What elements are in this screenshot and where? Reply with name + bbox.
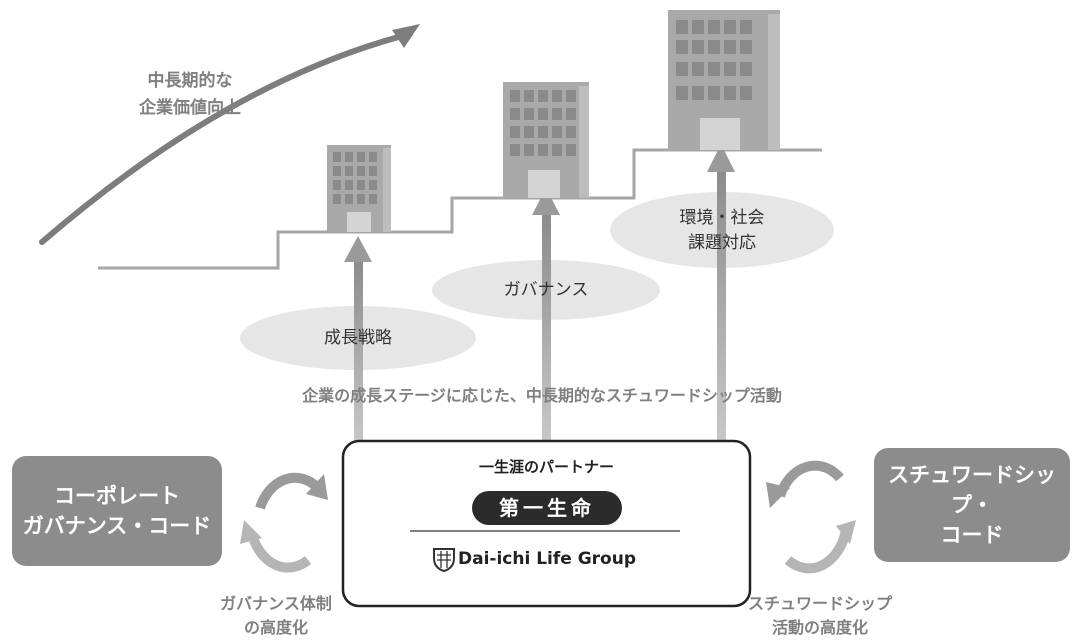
- growth-label-line-1: 中長期的な: [147, 71, 233, 91]
- growth-label-line-2: 企業価値向上: [139, 98, 241, 118]
- center-tagline: 一生涯のパートナー: [478, 458, 614, 476]
- pillar-label-growth-strategy: 成長戦略: [288, 326, 428, 350]
- stewardship-code-box: スチュワードシップ・ コード: [874, 448, 1070, 562]
- pillar-label-line: ガバナンス: [503, 280, 589, 300]
- right-caption-line-1: スチュワードシップ: [747, 594, 892, 613]
- right-box-line-1: スチュワードシップ・: [888, 463, 1056, 517]
- right-cycle-icon: [766, 460, 856, 574]
- stair-line: [98, 148, 822, 270]
- pillar-label-line: 環境・社会: [679, 208, 765, 228]
- right-box-line-2: コード: [940, 523, 1004, 547]
- group-name: Dai-ichi Life Group: [458, 549, 637, 569]
- right-caption-line-2: 活動の高度化: [771, 618, 868, 637]
- corporate-governance-code-box: コーポレート ガバナンス・コード: [12, 456, 222, 566]
- right-caption: スチュワードシップ 活動の高度化: [730, 592, 910, 640]
- left-caption-line-1: ガバナンス体制: [220, 594, 332, 613]
- left-cycle-icon: [240, 472, 328, 573]
- pillar-label-governance: ガバナンス: [476, 278, 616, 302]
- growth-arrow: [39, 24, 420, 245]
- left-box-line-1: コーポレート: [54, 484, 180, 508]
- building-medium-icon: [503, 82, 589, 198]
- building-large-icon: [668, 10, 780, 150]
- activity-caption: 企業の成長ステージに応じた、中長期的なスチュワードシップ活動: [302, 386, 782, 405]
- pillar-label-line: 成長戦略: [324, 328, 392, 348]
- brand-name: 第一生命: [499, 496, 595, 520]
- arrow-growth-strategy: [344, 236, 372, 443]
- left-box-line-2: ガバナンス・コード: [22, 514, 212, 538]
- pillar-label-env-social: 環境・社会 課題対応: [652, 206, 792, 256]
- growth-label: 中長期的な 企業価値向上: [120, 68, 260, 122]
- arrow-env-social: [707, 144, 735, 443]
- shield-icon: [433, 548, 455, 573]
- arrow-governance: [532, 188, 560, 443]
- left-caption-line-2: の高度化: [243, 618, 308, 637]
- pillar-label-line: 課題対応: [688, 233, 756, 253]
- building-small-icon: [327, 145, 391, 232]
- brand-pill: [472, 491, 622, 525]
- left-caption: ガバナンス体制 の高度化: [206, 592, 346, 640]
